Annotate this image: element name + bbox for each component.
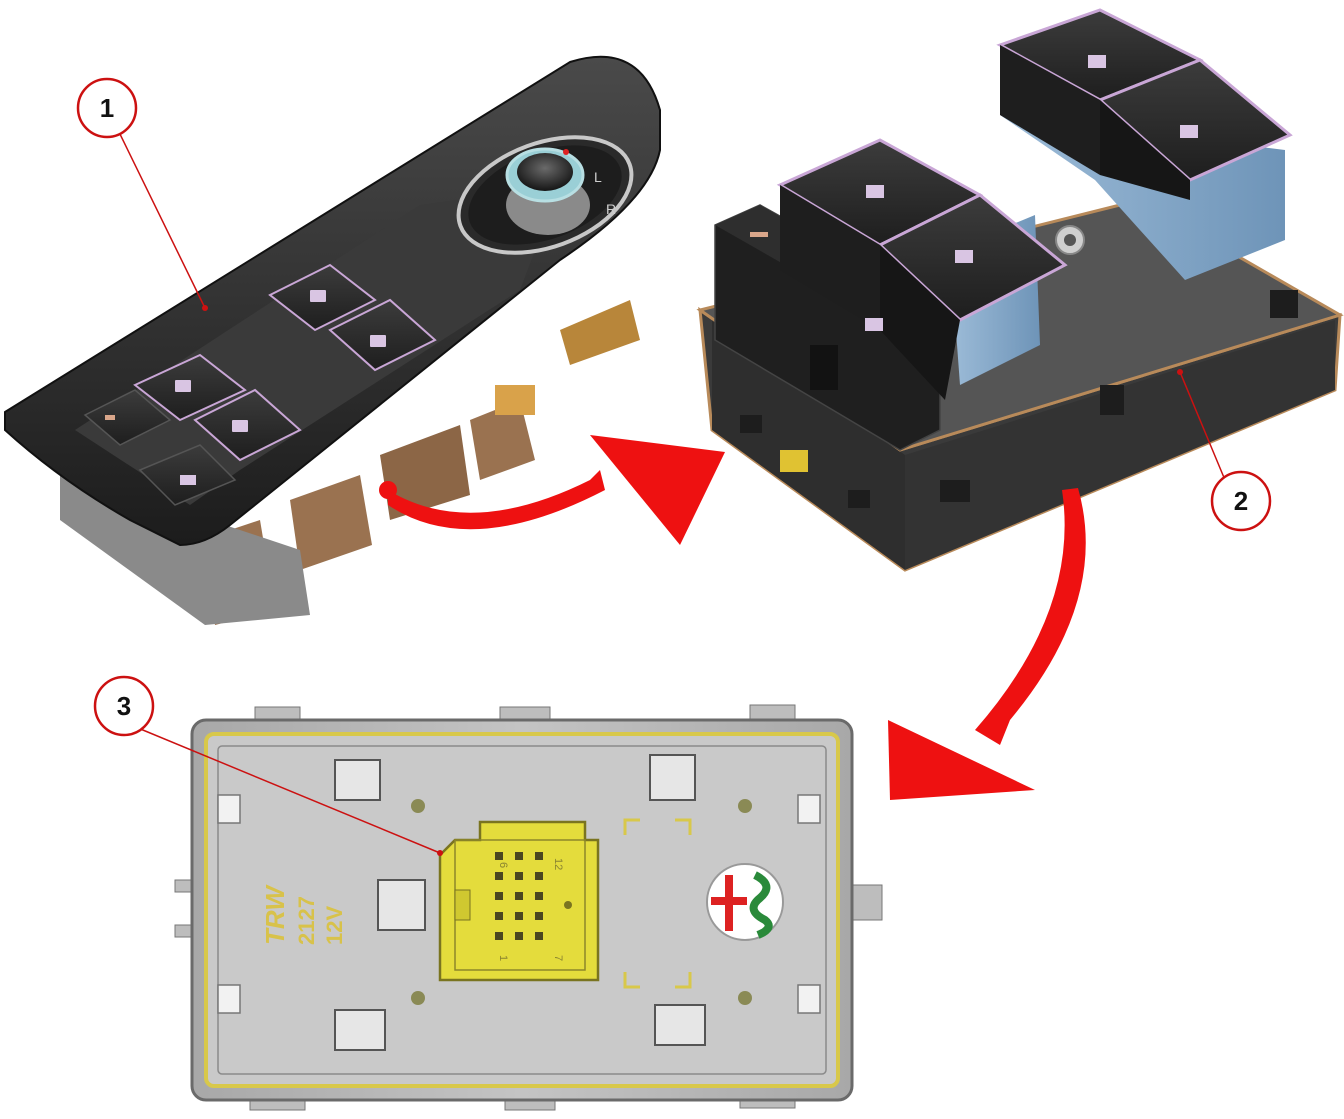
callout-1: 1 — [76, 77, 208, 311]
panel-lock-button — [83, 389, 172, 446]
mirror-label-l: L — [594, 169, 602, 185]
panel-button-front-left — [133, 353, 247, 422]
panel-button-front-left-lower — [193, 388, 302, 462]
connector-pin-label-12: 12 — [552, 858, 564, 870]
module-yellow-tab — [780, 450, 808, 472]
panel-window-buttons — [83, 263, 437, 506]
arrow-2-to-3-body — [975, 488, 1086, 745]
base-code-marking: 2127 — [294, 896, 319, 945]
callout-3-leader — [137, 727, 441, 854]
callout-3-circle — [93, 675, 155, 737]
panel-inner-plate — [75, 185, 560, 505]
arrow-1-to-2-head — [590, 435, 725, 545]
base-label-zone — [623, 818, 692, 989]
connector-pin-label-6: 6 — [497, 862, 509, 868]
callout-3-label: 3 — [117, 691, 131, 721]
panel-button-front-right — [268, 263, 377, 332]
base-marking: TRW 2127 12V — [260, 884, 347, 945]
mirror-adjust-knob: L R — [456, 135, 634, 255]
alfa-romeo-emblem — [706, 863, 784, 941]
connector-pin-label-7: 7 — [552, 955, 564, 961]
arrow-2-to-3-head — [888, 720, 1035, 800]
base-brand-marking: TRW — [260, 884, 290, 945]
switch-base-underside: 6 12 1 7 TRW 2127 12V — [174, 704, 883, 1111]
callout-2-label: 2 — [1234, 486, 1248, 516]
window-switch-panel-assembly: L R — [4, 55, 661, 625]
callouts: 1 2 3 — [76, 77, 1272, 856]
module-button-right-front — [1097, 58, 1293, 182]
callout-3: 3 — [93, 675, 443, 856]
arrow-1-to-2-body — [388, 470, 605, 530]
panel-child-lock-button — [138, 444, 237, 506]
base-voltage-marking: 12V — [322, 906, 347, 945]
callout-2: 2 — [1177, 369, 1272, 532]
panel-button-front-right-lower — [328, 298, 437, 372]
connector-pin-grid — [495, 852, 543, 940]
callout-1-circle — [76, 77, 138, 139]
callout-2-leader — [1179, 371, 1226, 481]
wiring-connector: 6 12 1 7 — [438, 820, 600, 982]
callout-1-leader — [117, 129, 206, 309]
base-snap-clips — [334, 754, 706, 1051]
mirror-label-r: R — [606, 201, 616, 217]
transition-arrows — [379, 435, 1086, 800]
callout-1-label: 1 — [100, 93, 114, 123]
callout-2-circle — [1210, 470, 1272, 532]
connector-pin-label-1: 1 — [497, 955, 509, 961]
module-window-buttons — [776, 8, 1293, 400]
base-mounting-holes — [411, 799, 752, 1005]
